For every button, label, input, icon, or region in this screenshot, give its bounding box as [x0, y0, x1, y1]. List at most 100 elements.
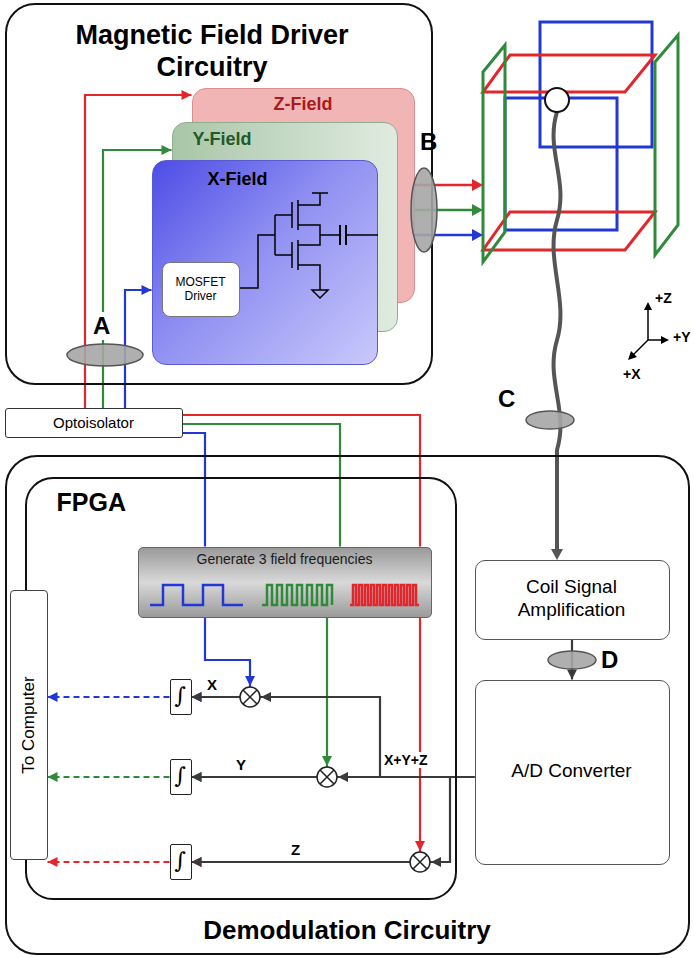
multiplier-x	[240, 687, 260, 707]
callout-letter: C	[497, 385, 516, 413]
wire-line	[183, 415, 420, 547]
callout-letter: B	[419, 128, 438, 156]
integrator-box: ∫	[170, 844, 192, 880]
node-text: ∫	[171, 845, 190, 878]
signal-label: Z	[290, 841, 301, 858]
axis-y	[648, 339, 663, 341]
axis-x-head	[628, 351, 637, 360]
node-text: Demodulation Circuitry	[7, 915, 687, 946]
callout-letter: A	[92, 312, 111, 340]
mosfet-driver-box: MOSFET Driver	[162, 262, 240, 317]
callout-letter: D	[600, 646, 619, 674]
arrowhead	[48, 692, 58, 702]
arrowhead	[322, 756, 332, 766]
arrowhead	[338, 772, 348, 782]
signal-wire	[192, 618, 251, 703]
demodulation-panel: Demodulation Circuitry FPGA Generate 3 fie…	[5, 455, 690, 955]
signal-wire	[192, 618, 421, 868]
signal-wire	[183, 424, 340, 547]
node-text: FPGA	[57, 487, 177, 517]
y-waveform	[262, 585, 332, 605]
arrowhead	[415, 841, 425, 851]
callout-ellipse-a	[67, 344, 143, 366]
driver-circuitry-panel: Magnetic Field Driver CircuitryZ-FieldY-…	[5, 3, 433, 385]
wire-line	[192, 618, 251, 698]
signal-wire	[192, 777, 475, 867]
node-text: Y-Field	[193, 129, 313, 151]
coil-red-top	[483, 55, 655, 92]
multiplier-z-cross	[413, 855, 427, 869]
node-text: Coil Signal Amplification	[480, 563, 664, 636]
wire-line	[183, 433, 205, 547]
node-text: X-Field	[208, 169, 328, 191]
x-field-arrowhead	[472, 229, 483, 241]
x-waveform	[150, 585, 243, 605]
axis-triad	[628, 302, 669, 360]
node-text: ∫	[171, 760, 190, 793]
x-field-driver: X-FieldMOSFET Driver	[152, 160, 378, 365]
cable-arrowhead	[551, 549, 563, 560]
multiplier-arrowheads	[245, 676, 441, 867]
signal-wire	[192, 618, 328, 783]
axis-label: +X	[622, 366, 642, 382]
z-field-arrowhead	[472, 179, 483, 191]
multipliers	[240, 687, 430, 872]
axis-y-head	[661, 336, 669, 344]
arrowhead	[431, 857, 441, 867]
integrator-box: ∫	[170, 759, 192, 795]
arrowhead	[567, 670, 577, 680]
multiplier-x-cross	[243, 690, 257, 704]
mosfet-wiring	[240, 193, 378, 290]
multiplier-y-cross	[320, 770, 334, 784]
arrowhead	[192, 857, 202, 867]
wire-line	[183, 424, 340, 547]
adc-box: A/D Converter	[475, 680, 670, 865]
optoisolator-box: Optoisolator	[5, 408, 183, 438]
wire-line	[192, 777, 475, 862]
z-waveform	[350, 585, 419, 605]
signal-label: Y	[235, 756, 247, 773]
node-text: Z-Field	[193, 94, 414, 116]
node-text: To Computer	[18, 595, 38, 855]
multiplier-z	[410, 852, 430, 872]
fpga-panel: FPGAGenerate 3 field frequenciesTo Compu…	[25, 477, 457, 900]
axis-x	[633, 340, 648, 355]
wire-line	[192, 697, 475, 777]
signal-wire	[192, 692, 475, 777]
sensor-cable	[554, 112, 561, 551]
axis-label: +Z	[654, 290, 673, 306]
arrowhead	[192, 772, 202, 782]
capacitor-symbol	[340, 225, 346, 245]
node-text: Magnetic Field Driver Circuitry	[67, 19, 357, 83]
arrowhead	[142, 285, 152, 295]
dashed-output-arrow	[48, 692, 170, 702]
callout-ellipse-b	[411, 168, 437, 252]
wire-line	[48, 696, 170, 698]
helmholtz-coil-cube	[483, 22, 678, 262]
coil-green-left	[483, 45, 505, 262]
axis-z-head	[644, 302, 652, 310]
arrowhead	[48, 857, 58, 867]
axis-z	[647, 308, 649, 340]
frequency-generator: Generate 3 field frequencies	[138, 547, 432, 618]
arrowhead	[245, 676, 255, 686]
callout-ellipse-d	[548, 651, 596, 669]
signal-label: X+Y+Z	[383, 752, 429, 768]
arrowhead	[182, 90, 192, 100]
signal-wire	[183, 415, 420, 547]
axis-label: +Y	[672, 329, 692, 345]
amplifier-box: Coil Signal Amplification	[475, 560, 670, 640]
node-text: MOSFET Driver	[165, 265, 237, 314]
node-text: Generate 3 field frequencies	[139, 551, 431, 568]
arrowhead	[192, 772, 202, 782]
dashed-output-arrow	[48, 857, 170, 867]
ground-symbol	[312, 290, 328, 298]
computer-output: To Computer	[10, 590, 48, 860]
callout-ellipse-c	[526, 411, 574, 429]
dashed-output-arrow	[48, 772, 170, 782]
callout-ellipses	[67, 168, 596, 669]
arrowhead	[261, 692, 271, 702]
sensor-coil	[545, 88, 569, 112]
